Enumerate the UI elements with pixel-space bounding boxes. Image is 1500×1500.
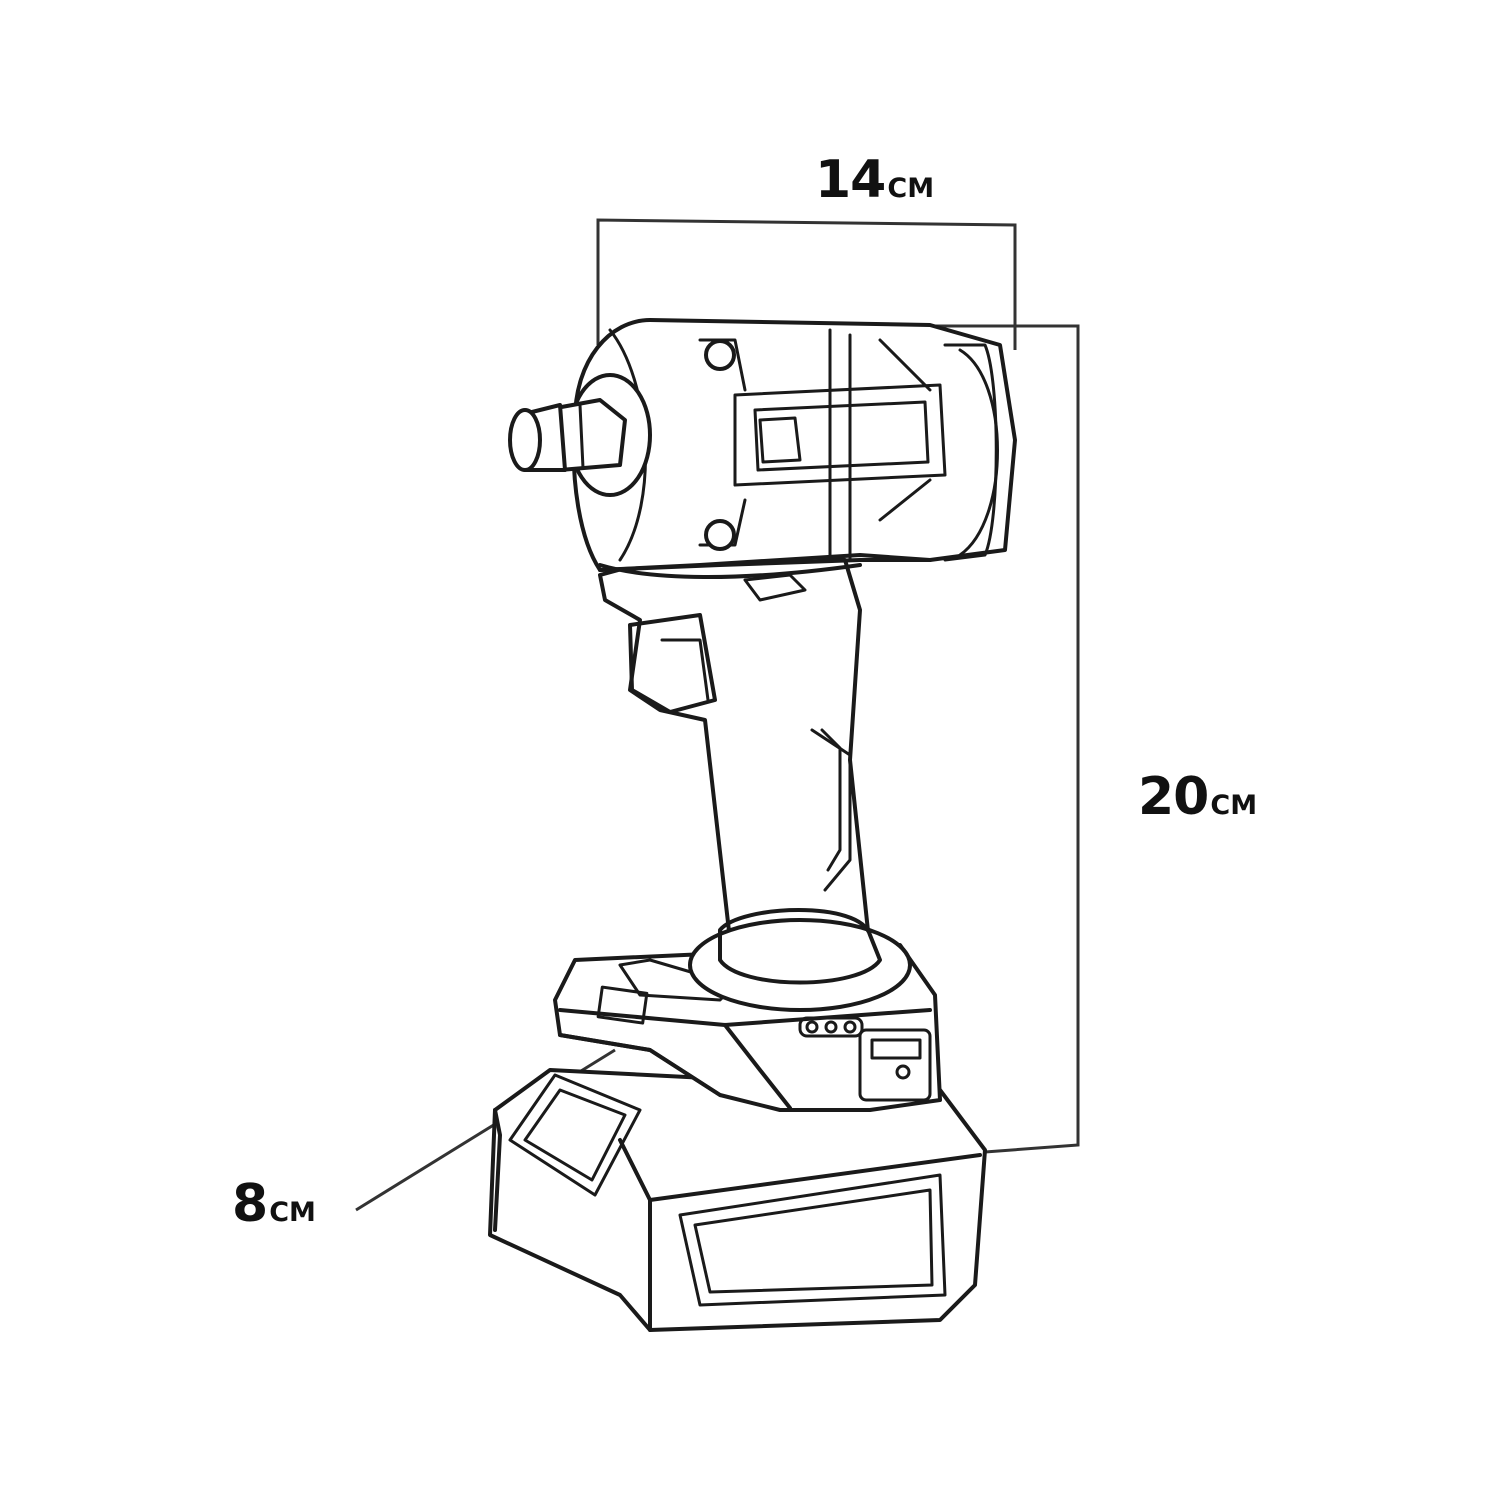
square-drive-anvil [508, 373, 652, 497]
grip-texture-line [810, 728, 852, 892]
width-unit: CM [887, 173, 935, 204]
battery-side-panel [678, 1173, 947, 1307]
housing-panel [733, 383, 947, 487]
width-dimension-label: 14CM [815, 154, 934, 206]
height-value: 20 [1138, 767, 1209, 827]
depth-value: 8 [232, 1174, 268, 1234]
battery-indicator-panel [858, 1028, 932, 1102]
height-dimension-label: 20CM [1138, 771, 1257, 823]
trigger [628, 613, 717, 714]
height-dimension-bracket [930, 324, 1080, 1154]
housing-screw-bottom [704, 519, 736, 551]
housing-screw-top [704, 339, 736, 371]
direction-switch [743, 573, 807, 602]
battery-level-led-icon [798, 1016, 864, 1038]
motor-housing [571, 318, 1017, 572]
width-value: 14 [815, 150, 886, 210]
height-unit: CM [1210, 790, 1258, 821]
depth-dimension-label: 8CM [232, 1178, 316, 1230]
battery-front-recess [508, 1073, 642, 1197]
tool-handle [598, 553, 912, 1012]
width-dimension-bracket [596, 218, 1017, 350]
battery-release-slot [596, 985, 649, 1025]
depth-unit: CM [269, 1197, 316, 1228]
